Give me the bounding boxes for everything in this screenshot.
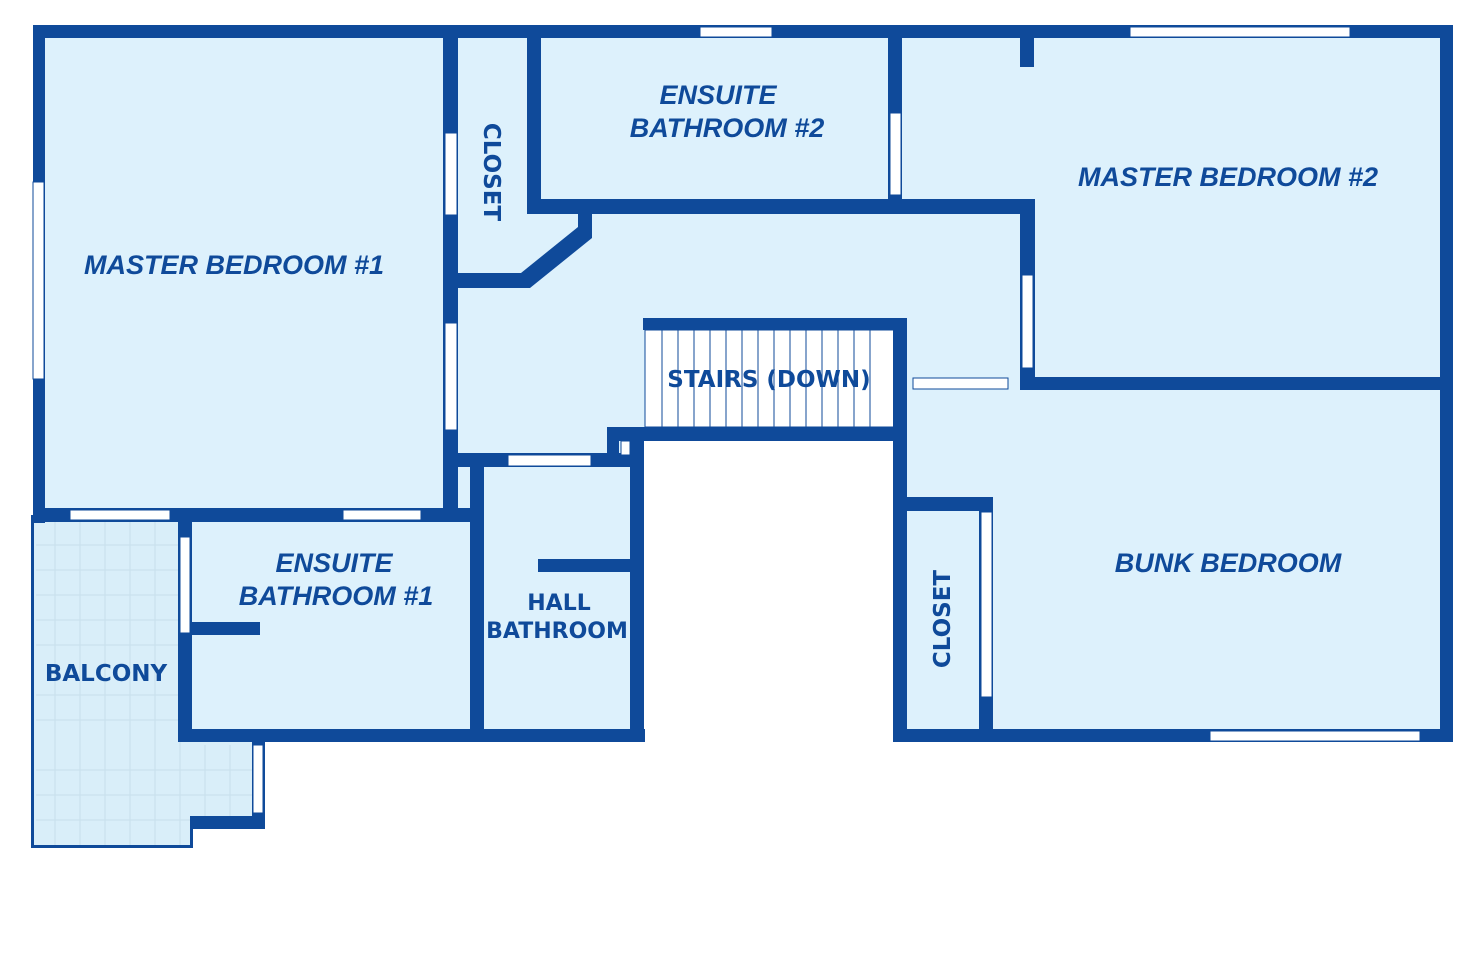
wall-stairs-right <box>893 318 907 742</box>
wall-closet1-angle <box>443 200 592 288</box>
label-ensuite-bathroom-2-line2: BATHROOM #2 <box>630 113 825 143</box>
balcony-edge-left <box>31 515 34 848</box>
stair-landing-post <box>620 440 631 456</box>
label-stairs: STAIRS (DOWN) <box>667 367 870 393</box>
label-balcony: BALCONY <box>45 661 168 687</box>
door-ensuite1-balcony <box>179 536 191 634</box>
window-top-mb2 <box>1129 26 1351 38</box>
door-hall-bathroom <box>507 454 592 467</box>
wall-ensuite1-right <box>470 453 484 742</box>
label-closet-2: CLOSET <box>930 570 956 669</box>
wall-stairs-bottom <box>607 427 907 441</box>
open-below-fill <box>262 741 1462 955</box>
window-left-mb1 <box>32 181 45 380</box>
window-bottom-bunk <box>1209 730 1421 742</box>
wall-hall-right <box>630 437 644 742</box>
wall-stairs-top <box>643 318 907 330</box>
stairs-box <box>644 329 896 428</box>
wall-ensuite2-bottom <box>527 199 1034 214</box>
balcony-tiles <box>36 520 258 847</box>
label-hall-bathroom-line1: HALL <box>527 591 590 616</box>
stairs <box>644 329 896 428</box>
door-mb2 <box>1021 274 1034 369</box>
wall-hall-stub <box>538 559 631 572</box>
wall-ensuite1-stub <box>190 622 260 635</box>
door-mb1-balcony <box>69 509 171 521</box>
label-ensuite-bathroom-1-line2: BATHROOM #1 <box>239 581 434 611</box>
label-ensuite-bathroom-2-line1: ENSUITE <box>659 80 777 110</box>
label-master-bedroom-2: MASTER BEDROOM #2 <box>1078 162 1378 192</box>
door-closet1 <box>444 132 458 216</box>
room-labels: MASTER BEDROOM #1 CLOSET ENSUITE BATHROO… <box>45 80 1378 687</box>
door-mb1 <box>444 322 458 431</box>
door-ensuite2 <box>889 112 902 196</box>
wall-mb2-stub <box>1020 25 1034 67</box>
balcony-step-v <box>190 818 193 848</box>
label-closet-1: CLOSET <box>478 123 504 222</box>
openings <box>32 26 1421 814</box>
door-closet2 <box>980 511 993 698</box>
balcony-step-h <box>190 816 265 829</box>
wall-closet2-top <box>893 497 993 511</box>
door-ensuite1 <box>342 509 422 521</box>
door-bunk <box>912 377 1009 390</box>
stair-opening-fill <box>640 437 898 743</box>
window-balcony-right <box>252 744 264 814</box>
window-top-ensuite2 <box>699 26 773 38</box>
label-bunk-bedroom: BUNK BEDROOM <box>1115 548 1342 578</box>
label-master-bedroom-1: MASTER BEDROOM #1 <box>84 250 384 280</box>
wall-bottom-middle <box>182 729 645 742</box>
wall-closet1-right <box>527 25 541 213</box>
stair-treads <box>661 330 871 427</box>
label-ensuite-bathroom-1-line1: ENSUITE <box>275 548 393 578</box>
wall-mb2-bottom <box>1020 377 1453 390</box>
balcony-edge-bottom <box>31 845 193 848</box>
label-hall-bathroom-line2: BATHROOM <box>486 619 628 644</box>
